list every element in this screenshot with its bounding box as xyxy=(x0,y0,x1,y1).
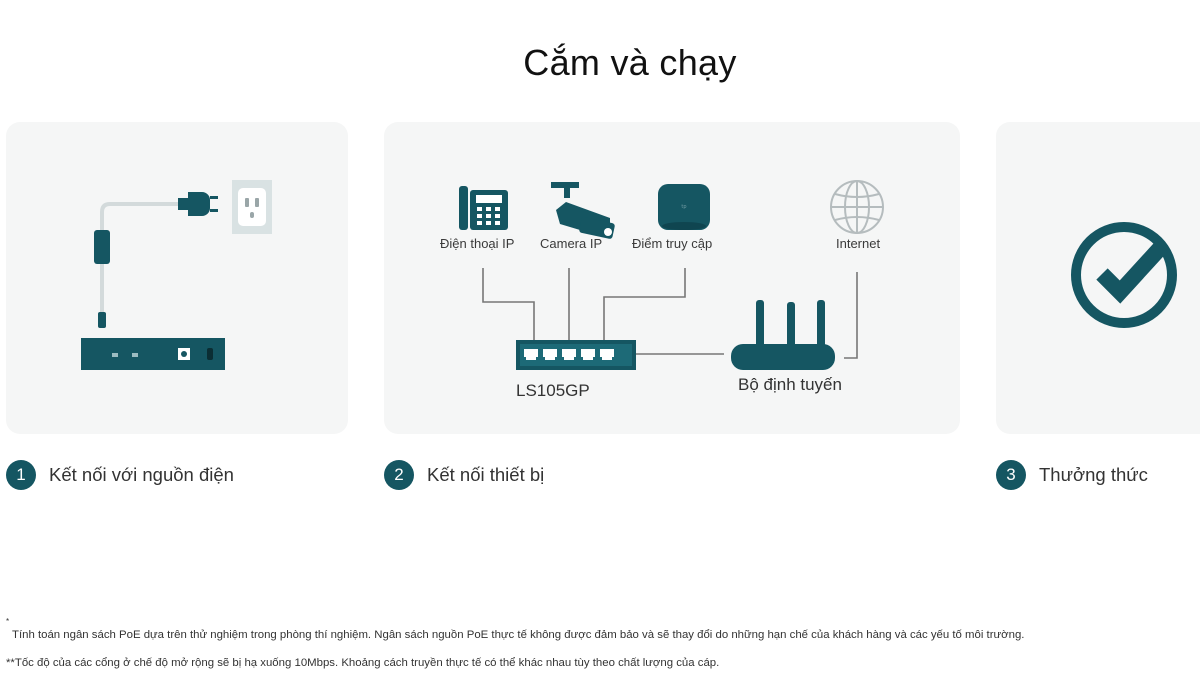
cable-connector-icon xyxy=(98,312,106,328)
ip-phone-label: Điện thoại IP xyxy=(440,236,515,251)
ls105gp-switch-icon xyxy=(516,340,636,370)
connection-lines xyxy=(482,268,858,359)
svg-text:tp: tp xyxy=(681,204,686,210)
step-1: 1 Kết nối với nguồn điện xyxy=(6,458,234,492)
ip-phone-icon xyxy=(459,186,508,230)
step-1-label: Kết nối với nguồn điện xyxy=(49,464,234,485)
internet-label: Internet xyxy=(836,236,881,251)
step-3: 3 Thưởng thức xyxy=(996,458,1148,492)
ip-camera-icon xyxy=(551,182,615,239)
step-2-label: Kết nối thiết bị xyxy=(427,464,545,485)
router-label: Bộ định tuyến xyxy=(738,375,842,394)
power-connection-illustration xyxy=(81,180,272,370)
access-point-label: Điểm truy cập xyxy=(632,236,713,251)
power-connection-card xyxy=(6,122,348,434)
step-1-number-badge: 1 xyxy=(6,460,36,490)
enjoy-illustration xyxy=(1071,222,1177,328)
step-2-number-badge: 2 xyxy=(384,460,414,490)
footnote-poe-budget: Tính toán ngân sách PoE dựa trên thử ngh… xyxy=(12,629,1025,641)
network-diagram: tp xyxy=(459,180,884,370)
footnote-marker: * xyxy=(6,617,10,626)
power-plug-icon xyxy=(178,192,218,216)
switch-model-label: LS105GP xyxy=(516,381,590,400)
cable-adapter-icon xyxy=(94,230,110,264)
router-icon xyxy=(731,300,835,370)
globe-icon xyxy=(830,180,884,234)
wall-outlet-icon xyxy=(232,180,272,234)
enjoy-card xyxy=(996,122,1200,434)
switch-back-icon xyxy=(81,338,225,370)
page-title: Cắm và chạy xyxy=(523,42,737,83)
power-cable xyxy=(100,202,178,312)
step-2: 2 Kết nối thiết bị xyxy=(384,458,544,492)
connect-devices-card: tp xyxy=(384,122,960,434)
ip-camera-label: Camera IP xyxy=(540,236,603,251)
access-point-icon: tp xyxy=(658,184,710,230)
footnote-extend-mode: **Tốc độ của các cổng ở chế độ mở rộng s… xyxy=(6,657,720,669)
step-3-label: Thưởng thức xyxy=(1039,464,1148,485)
step-3-number-badge: 3 xyxy=(996,460,1026,490)
checkmark-circle-icon xyxy=(1071,222,1177,328)
